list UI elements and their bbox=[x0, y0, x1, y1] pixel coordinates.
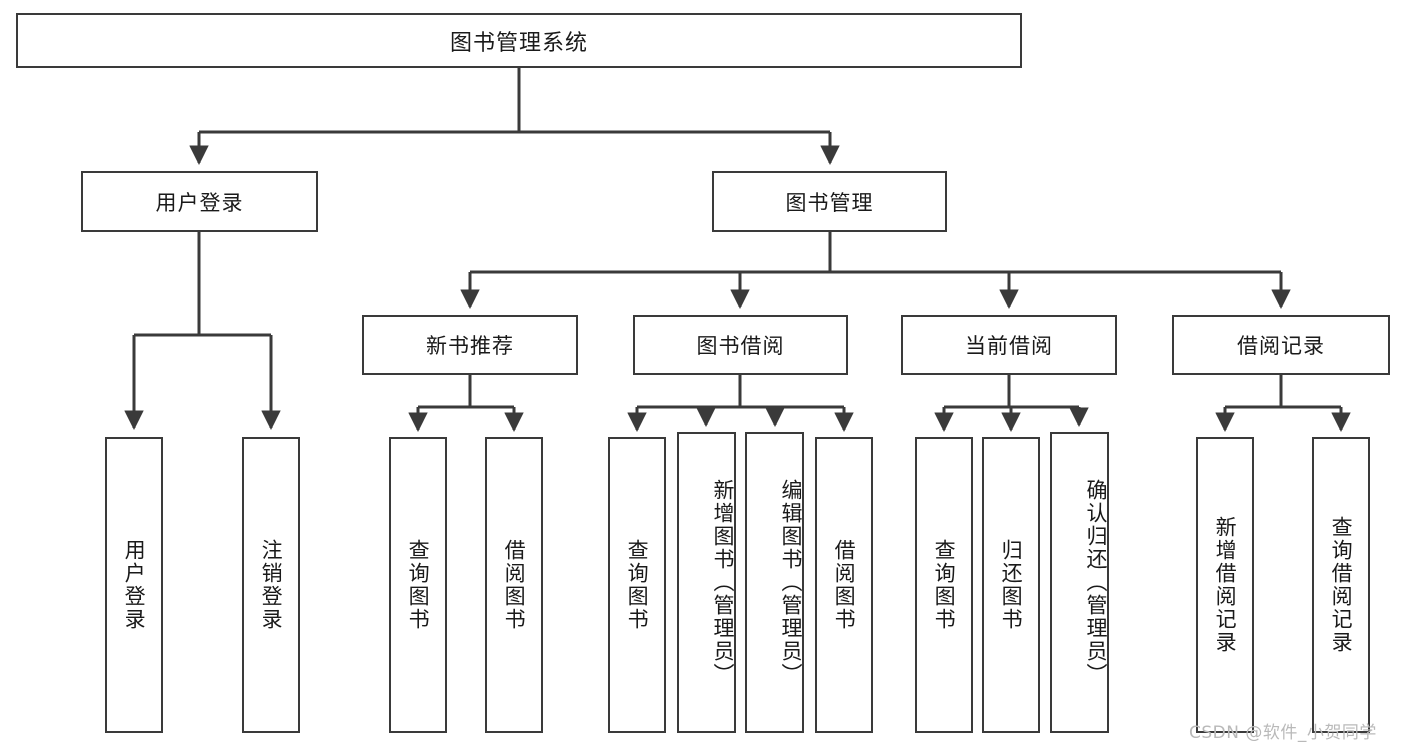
node-new-book-recommend[interactable]: 新书推荐 bbox=[362, 315, 578, 375]
node-label: 查询借阅记录 bbox=[1329, 516, 1354, 654]
node-root-book-management-system[interactable]: 图书管理系统 bbox=[16, 13, 1022, 68]
leaf-borrow-book-2[interactable]: 借阅图书 bbox=[815, 437, 873, 733]
leaf-user-login[interactable]: 用户登录 bbox=[105, 437, 163, 733]
leaf-borrow-book-1[interactable]: 借阅图书 bbox=[485, 437, 543, 733]
node-label: 新书推荐 bbox=[426, 334, 514, 358]
node-label: 图书管理 bbox=[785, 190, 874, 215]
node-label: 确认归还（管理员） bbox=[1084, 479, 1108, 686]
node-borrow-record[interactable]: 借阅记录 bbox=[1172, 315, 1390, 375]
node-label: 图书管理系统 bbox=[449, 30, 588, 56]
node-book-manage[interactable]: 图书管理 bbox=[712, 171, 947, 232]
node-label: 借阅图书 bbox=[832, 539, 857, 631]
leaf-confirm-return[interactable]: 确认归还（管理员） bbox=[1050, 432, 1109, 733]
node-label: 编辑图书（管理员） bbox=[779, 479, 803, 686]
node-label: 查询图书 bbox=[625, 539, 650, 631]
leaf-query-book-1[interactable]: 查询图书 bbox=[389, 437, 447, 733]
leaf-query-borrow-record[interactable]: 查询借阅记录 bbox=[1312, 437, 1370, 733]
node-label: 用户登录 bbox=[155, 190, 244, 215]
leaf-add-borrow-record[interactable]: 新增借阅记录 bbox=[1196, 437, 1254, 733]
leaf-query-book-3[interactable]: 查询图书 bbox=[915, 437, 973, 733]
node-label: 查询图书 bbox=[932, 539, 957, 631]
node-label: 新增图书（管理员） bbox=[711, 479, 735, 686]
node-label: 新增借阅记录 bbox=[1213, 516, 1238, 654]
leaf-edit-book[interactable]: 编辑图书（管理员） bbox=[745, 432, 804, 733]
node-label: 当前借阅 bbox=[965, 334, 1053, 358]
node-label: 借阅图书 bbox=[502, 539, 527, 631]
leaf-logout[interactable]: 注销登录 bbox=[242, 437, 300, 733]
node-label: 借阅记录 bbox=[1237, 334, 1325, 358]
node-book-borrow[interactable]: 图书借阅 bbox=[633, 315, 848, 375]
node-label: 用户登录 bbox=[122, 539, 147, 631]
leaf-add-book[interactable]: 新增图书（管理员） bbox=[677, 432, 736, 733]
node-label: 归还图书 bbox=[999, 539, 1024, 631]
node-label: 查询图书 bbox=[406, 539, 431, 631]
leaf-return-book[interactable]: 归还图书 bbox=[982, 437, 1040, 733]
node-user-login[interactable]: 用户登录 bbox=[81, 171, 318, 232]
watermark: CSDN @软件_小贺同学 bbox=[1189, 723, 1377, 743]
node-label: 图书借阅 bbox=[696, 334, 785, 358]
leaf-query-book-2[interactable]: 查询图书 bbox=[608, 437, 666, 733]
node-current-borrow[interactable]: 当前借阅 bbox=[901, 315, 1117, 375]
node-label: 注销登录 bbox=[259, 539, 284, 631]
